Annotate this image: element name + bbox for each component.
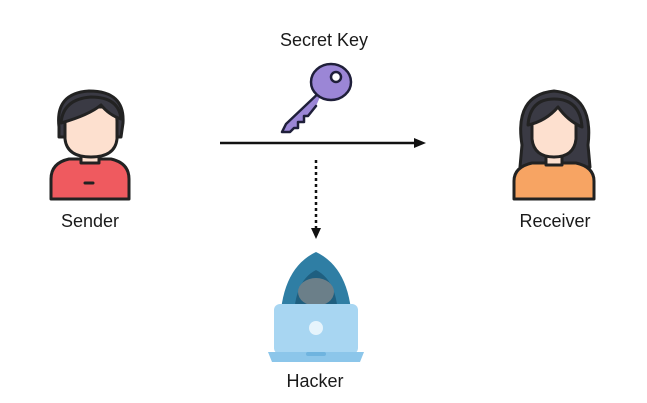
intercept-arrow <box>311 160 321 239</box>
message-arrow <box>220 138 426 148</box>
sender-avatar-icon <box>49 89 131 201</box>
receiver-label: Receiver <box>519 211 591 231</box>
key-icon <box>280 62 353 134</box>
hacker-label: Hacker <box>286 371 344 391</box>
receiver-avatar-icon <box>512 89 596 201</box>
sender-label: Sender <box>60 211 120 231</box>
hacker-icon <box>268 252 364 362</box>
secret-key-label: Secret Key <box>279 30 369 50</box>
